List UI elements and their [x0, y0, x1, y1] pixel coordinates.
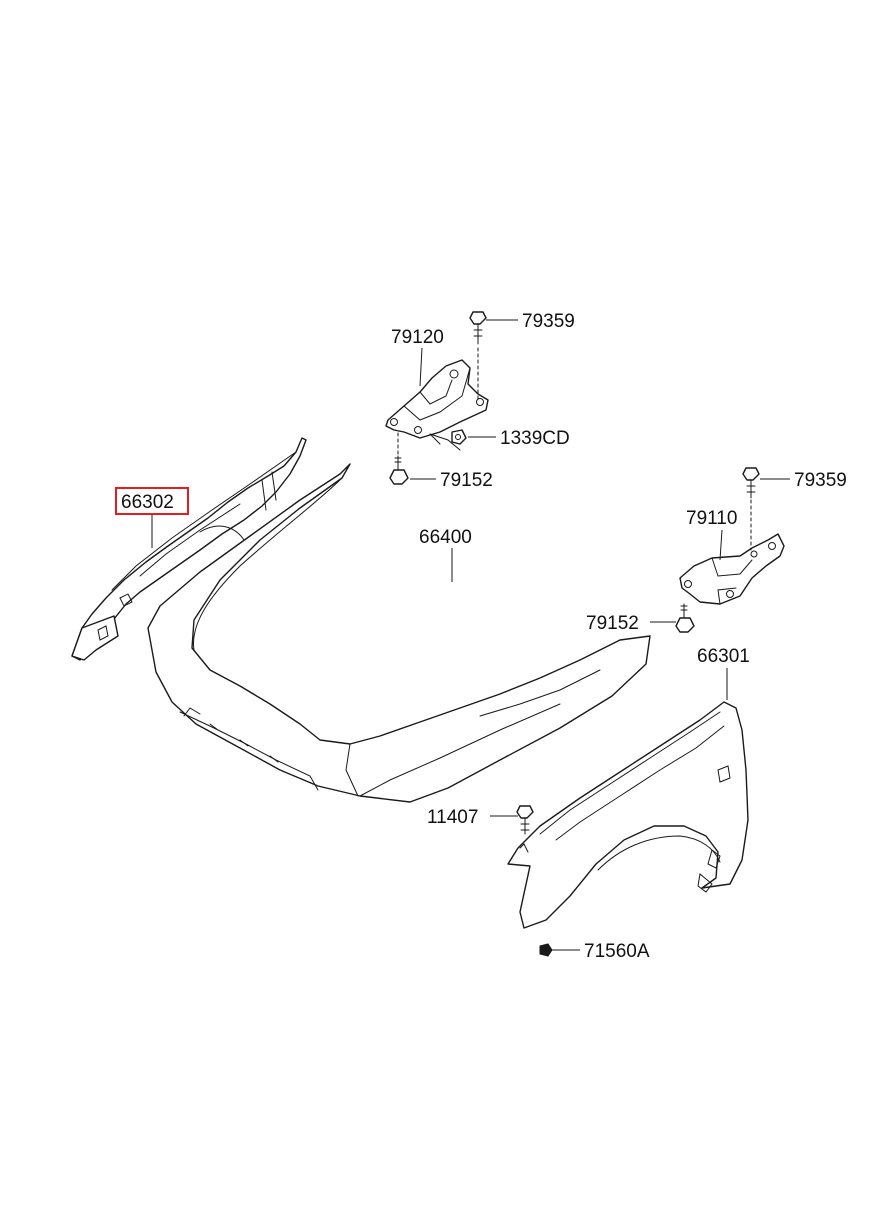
label-66302[interactable]: 66302	[121, 492, 174, 513]
nut-1339cd[interactable]	[451, 429, 467, 445]
label-79152-upper[interactable]: 79152	[440, 470, 493, 491]
bolt-79359-upper[interactable]	[469, 311, 487, 401]
hood-panel-part[interactable]	[147, 463, 651, 803]
label-11407[interactable]: 11407	[427, 807, 478, 828]
label-66301[interactable]: 66301	[697, 646, 750, 667]
label-79120[interactable]: 79120	[391, 327, 444, 348]
bolt-79152-upper[interactable]	[389, 431, 409, 485]
nut-71560a[interactable]	[539, 943, 553, 957]
selected-part-highlight	[115, 487, 189, 515]
fender-right-part[interactable]	[507, 701, 749, 929]
label-79359-right[interactable]: 79359	[794, 470, 847, 491]
leader-lines	[151, 319, 790, 951]
hood-hinge-right-part[interactable]	[679, 533, 785, 605]
bolt-79152-right[interactable]	[675, 603, 695, 633]
bolt-11407[interactable]	[516, 805, 534, 835]
fender-left-part[interactable]	[71, 437, 307, 661]
label-79110[interactable]: 79110	[686, 508, 737, 529]
hood-hinge-upper-part[interactable]	[385, 359, 489, 451]
label-66400[interactable]: 66400	[419, 527, 472, 548]
label-71560a[interactable]: 71560A	[584, 941, 650, 962]
label-79359-upper[interactable]: 79359	[522, 311, 575, 332]
label-1339cd[interactable]: 1339CD	[500, 428, 570, 449]
label-79152-right[interactable]: 79152	[586, 613, 639, 634]
bolt-79359-right[interactable]	[742, 467, 760, 551]
